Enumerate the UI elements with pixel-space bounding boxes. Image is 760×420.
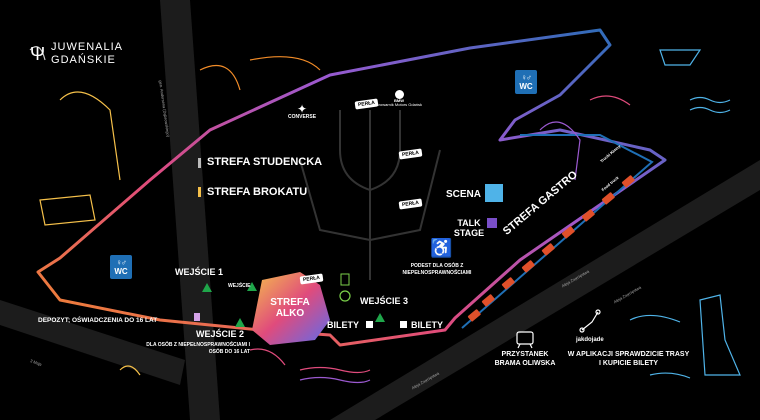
tram-icon-shape xyxy=(516,331,534,349)
gastro-trucks xyxy=(467,175,635,322)
depozyt-label: DEPOZYT; OŚWIADCZENIA DO 16 LAT xyxy=(38,317,158,324)
aplikacja-label: W APLIKACJI SPRAWDZICIE TRASY I KUPICIE … xyxy=(567,351,690,368)
brokatu-marker xyxy=(198,187,201,197)
converse-logo: ✦ CONVERSE xyxy=(288,103,316,120)
trident-decoration xyxy=(299,110,441,280)
brand-logo: Ψ JUWENALIA GDAŃSKIE xyxy=(30,42,123,66)
converse-star-icon: ✦ xyxy=(297,102,308,116)
przystanek-label: PRZYSTANEK BRAMA OLIWSKA xyxy=(494,351,556,368)
wheelchair-icon: ♿ xyxy=(430,238,453,258)
bilety-left-square xyxy=(366,321,373,328)
jakdojade-label: jakdojade xyxy=(576,337,604,343)
entrance-markers xyxy=(202,282,385,327)
wejscie3-label: WEJŚCIE 3 xyxy=(360,296,409,306)
studencka-marker xyxy=(198,158,201,168)
bilety-right-label: BILETY xyxy=(411,320,444,330)
scena-square xyxy=(485,184,503,202)
wejscie2-note: DLA OSÓB Z NIEPEŁNOSPRAWNOŚCIAMI I OSÓB … xyxy=(146,342,250,355)
wc-figures-icon: ♀♂ xyxy=(116,257,127,267)
wejscie1-label: WEJŚCIE 1 xyxy=(175,267,224,277)
brand-line2: GDAŃSKIE xyxy=(51,54,116,66)
bmw-logo: BMW Browarnik Motors Gdańsk xyxy=(376,90,422,107)
waste-bin-shape xyxy=(340,273,350,286)
strefa-alko-label: STREFA ALKO xyxy=(270,297,310,319)
wc-right: ♀♂ WC xyxy=(515,70,537,94)
wc-label: WC xyxy=(114,266,128,276)
gastro-inner-boundary xyxy=(461,134,654,329)
bmw-label: BMW xyxy=(394,98,404,103)
scena-label: SCENA xyxy=(446,189,482,200)
strefa-studencka-label: STREFA STUDENCKA xyxy=(207,156,323,168)
podest-label: PODEST DLA OSÓB Z NIEPEŁNOSPRAWNOŚCIAMI xyxy=(402,263,472,276)
recycle-icon-shape xyxy=(339,290,351,302)
talk-stage-label: TALK STAGE xyxy=(453,218,485,239)
strefa-alko-text: STREFA ALKO xyxy=(265,297,315,319)
bilety-left-label: BILETY xyxy=(327,320,360,330)
bilety-right-square xyxy=(400,321,407,328)
converse-label: CONVERSE xyxy=(288,114,317,120)
wc-label: WC xyxy=(519,81,533,91)
wc-left: ♀♂ WC xyxy=(110,255,132,279)
wejscie2-label: WEJŚCIE 2 xyxy=(196,329,245,339)
talk-stage-text: TALK STAGE xyxy=(452,218,486,239)
strefa-brokatu-label: STREFA BROKATU xyxy=(207,186,308,198)
trident-icon: Ψ xyxy=(30,43,46,64)
jakdojade-icon-shape xyxy=(579,309,601,333)
depozyt-marker xyxy=(194,313,200,321)
strefa-alko-area xyxy=(252,272,330,345)
wc-figures-icon: ♀♂ xyxy=(521,72,532,82)
doodles xyxy=(29,46,741,384)
wejscie-small-label: WEJŚCIE xyxy=(228,283,251,289)
bmw-roundel-icon xyxy=(394,90,404,99)
festival-boundary xyxy=(36,28,667,347)
bmw-sub-label: Browarnik Motors Gdańsk xyxy=(376,102,423,107)
brand-line1: JUWENALIA xyxy=(51,41,124,53)
talk-stage-square xyxy=(487,218,497,228)
